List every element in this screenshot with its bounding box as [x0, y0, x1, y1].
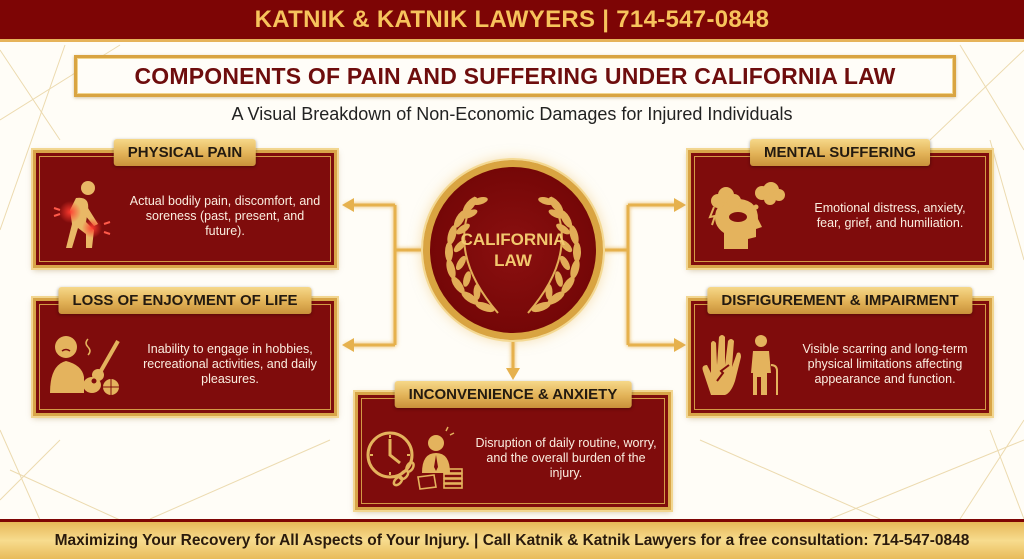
footer-banner: Maximizing Your Recovery for All Aspects… — [0, 519, 1024, 559]
card-label-physical-pain: PHYSICAL PAIN — [113, 139, 257, 166]
card-inconvenience-anxiety: INCONVENIENCE & ANXIETY — [355, 381, 671, 510]
injured-person-icon — [36, 178, 126, 254]
card-description-physical-pain: Actual bodily pain, discomfort, and sore… — [129, 193, 321, 238]
scarred-hand-cane-person-icon — [691, 331, 791, 397]
card-description-loss-of-enjoyment: Inability to engage in hobbies, recreati… — [143, 341, 317, 386]
card-label-inconvenience-anxiety: INCONVENIENCE & ANXIETY — [394, 381, 632, 408]
footer-text: Maximizing Your Recovery for All Aspects… — [54, 531, 970, 549]
card-description-mental-suffering: Emotional distress, anxiety, fear, grief… — [814, 201, 966, 230]
card-disfigurement-impairment: DISFIGUREMENT & IMPAIRMENT Visible scarr… — [688, 287, 992, 416]
head-storm-cloud-icon — [691, 181, 801, 251]
firm-name-phone: KATNIK & KATNIK LAWYERS | 714-547-0848 — [254, 5, 770, 33]
card-label-disfigurement-impairment: DISFIGUREMENT & IMPAIRMENT — [707, 287, 973, 314]
card-mental-suffering: MENTAL SUFFERING Emotional distress, anx… — [688, 139, 992, 268]
card-loss-of-enjoyment: LOSS OF ENJOYMENT OF LIFE Inability to e… — [33, 287, 337, 416]
clock-chain-stressed-worker-icon — [358, 425, 474, 491]
emblem-line-2: LAW — [494, 251, 532, 270]
sad-person-guitar-ball-icon — [36, 331, 136, 397]
page-subtitle: A Visual Breakdown of Non-Economic Damag… — [231, 104, 793, 124]
laurel-wreath-icon — [445, 196, 581, 314]
card-physical-pain: PHYSICAL PAIN — [33, 139, 337, 268]
card-label-mental-suffering: MENTAL SUFFERING — [750, 139, 930, 166]
card-label-loss-of-enjoyment: LOSS OF ENJOYMENT OF LIFE — [58, 287, 312, 314]
emblem-line-1: CALIFORNIA — [460, 230, 566, 249]
card-description-inconvenience-anxiety: Disruption of daily routine, worry, and … — [475, 435, 657, 480]
card-description-disfigurement-impairment: Visible scarring and long-term physical … — [802, 341, 968, 386]
title-box: COMPONENTS OF PAIN AND SUFFERING UNDER C… — [74, 55, 956, 97]
page-title: COMPONENTS OF PAIN AND SUFFERING UNDER C… — [134, 62, 896, 89]
top-banner: KATNIK & KATNIK LAWYERS | 714-547-0848 — [0, 0, 1024, 42]
california-law-emblem: CALIFORNIA LAW — [423, 160, 603, 340]
